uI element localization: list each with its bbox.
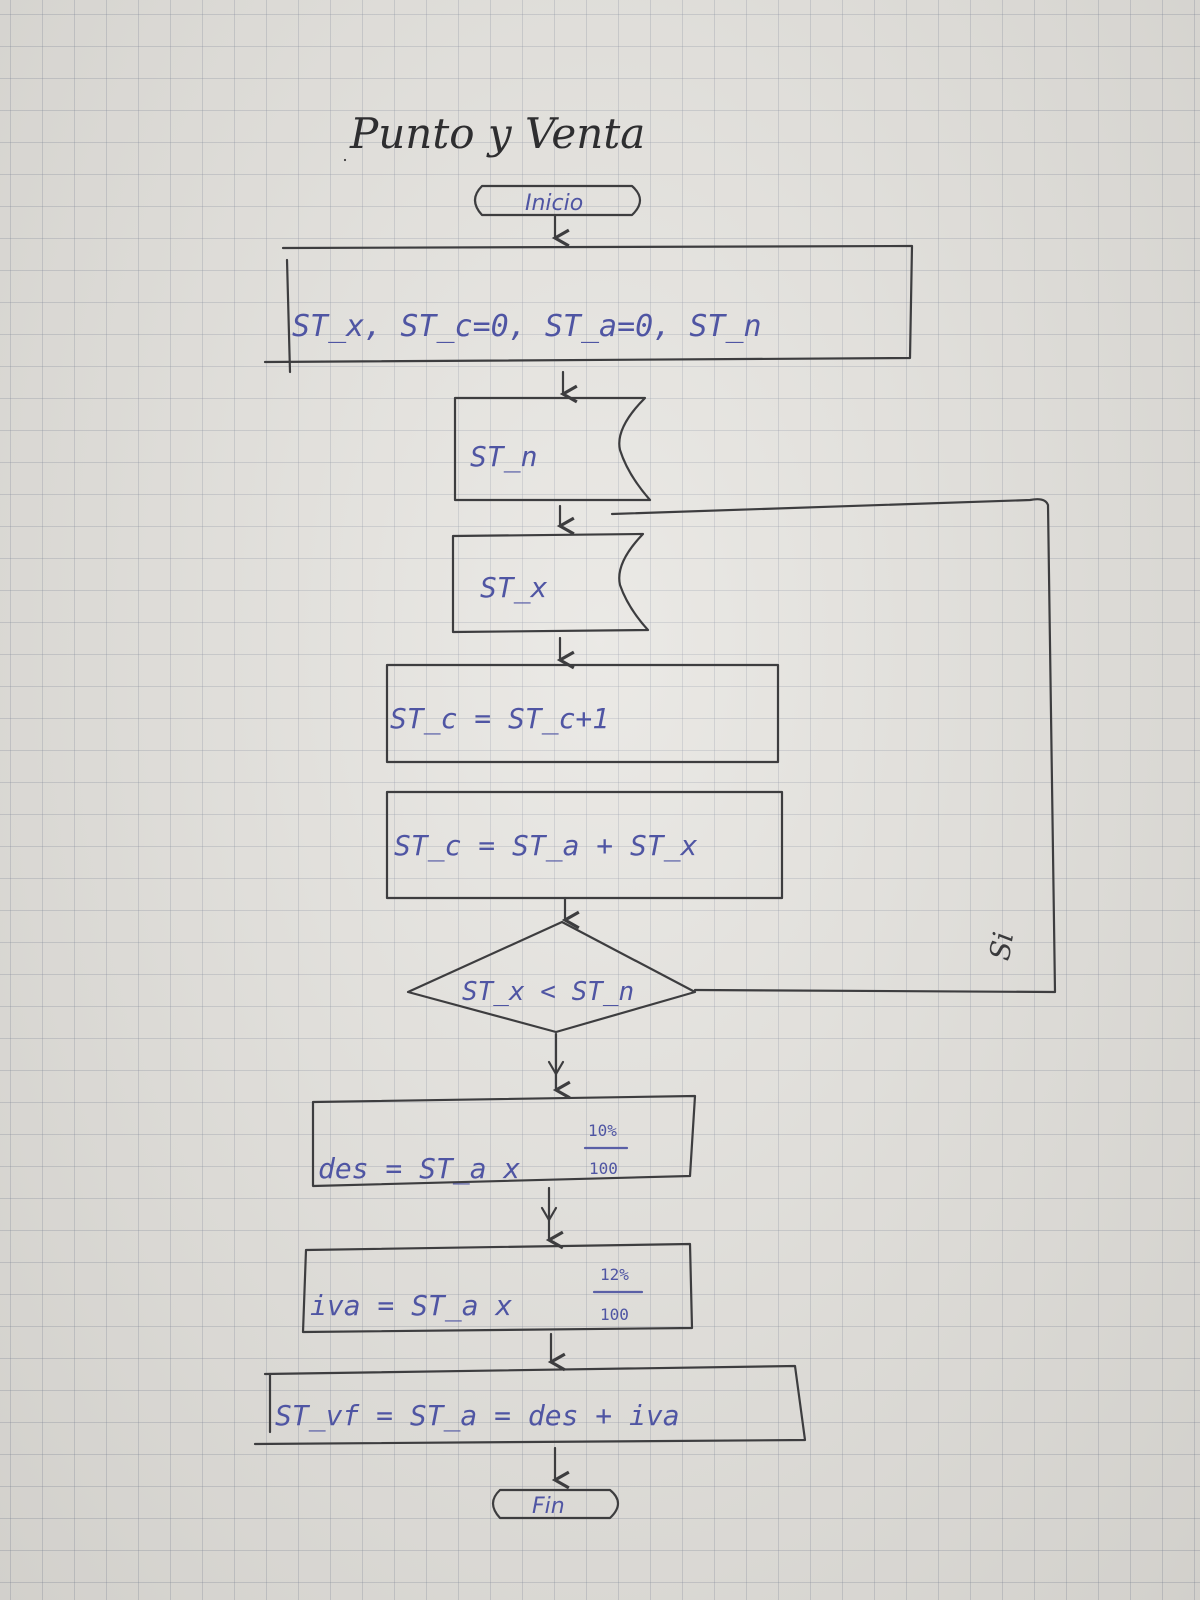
final-text: ST_vf = ST_a = des + iva — [275, 1399, 680, 1433]
discount-text: des = ST_a x — [318, 1152, 520, 1186]
iva-process-box: iva = ST_a x 12% 100 — [301, 1242, 694, 1334]
iva-text: iva = ST_a x — [310, 1289, 512, 1323]
page-title: Punto y Venta — [349, 109, 645, 158]
declaration-box: ST_x, ST_c=0, ST_a=0, ST_n — [263, 244, 914, 374]
end-terminator: Fin — [491, 1488, 620, 1520]
start-terminator: Inicio — [473, 184, 642, 217]
input-x-text: ST_x — [480, 571, 548, 605]
loop-back-line — [610, 498, 1057, 994]
input-n-box: ST_n — [453, 396, 652, 502]
decision-text: ST_x < ST_n — [462, 977, 634, 1007]
end-label: Fin — [532, 1494, 565, 1519]
iva-fraction-numerator: 12% — [600, 1265, 629, 1284]
iva-fraction-denominator: 100 — [600, 1305, 629, 1324]
discount-fraction-denominator: 100 — [589, 1159, 618, 1178]
input-n-text: ST_n — [470, 440, 537, 474]
final-output-box: ST_vf = ST_a = des + iva — [253, 1364, 807, 1446]
loop-label: Si — [983, 929, 1020, 962]
accumulate-process-box: ST_c = ST_a + ST_x — [385, 790, 784, 900]
start-label: Inicio — [525, 191, 583, 216]
discount-process-box: des = ST_a x 10% 100 — [311, 1094, 697, 1188]
decision-diamond: ST_x < ST_n — [406, 920, 697, 1034]
input-x-box: ST_x — [451, 532, 650, 634]
counter-text: ST_c = ST_c+1 — [390, 702, 609, 736]
discount-fraction-numerator: 10% — [588, 1121, 617, 1140]
declaration-text: ST_x, ST_c=0, ST_a=0, ST_n — [292, 309, 762, 344]
counter-process-box: ST_c = ST_c+1 — [385, 663, 780, 764]
accumulate-text: ST_c = ST_a + ST_x — [394, 829, 698, 863]
